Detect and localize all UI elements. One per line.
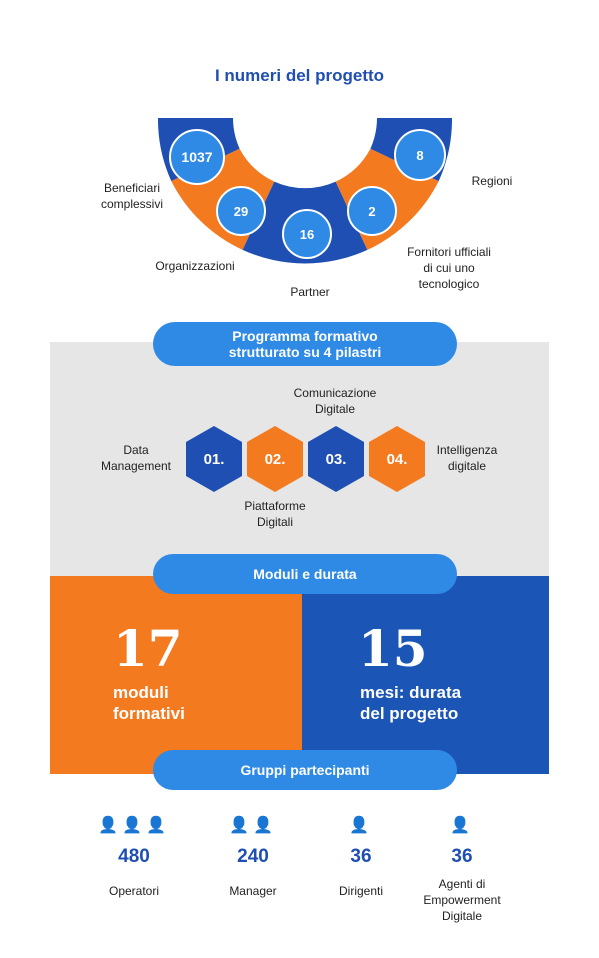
number-value: 1037	[181, 149, 213, 165]
people-icon: 👤	[450, 817, 474, 834]
hexagon-pillar-3	[308, 426, 364, 492]
label-regioni: Regioni	[471, 174, 513, 188]
number-value: 2	[368, 203, 376, 219]
group-label-agenti: Agenti di Empowerment Digitale	[423, 877, 501, 923]
moduli-banner: Moduli e durata	[153, 554, 457, 594]
group-value-manager: 240	[237, 846, 269, 867]
number-circle-partner: 16	[282, 209, 332, 259]
pillar-label-data-management: Data Management	[100, 443, 172, 473]
page-title: I numeri del progetto	[214, 66, 385, 85]
people-icon: 👤	[349, 817, 373, 834]
number-circle-organizzazioni: 29	[216, 186, 266, 236]
durata-label: mesi: durata del progetto	[360, 683, 462, 723]
label-organizzazioni: Organizzazioni	[155, 259, 235, 273]
number-circle-beneficiari: 1037	[169, 129, 225, 185]
number-value: 16	[299, 226, 315, 242]
pillar-number: 03.	[326, 451, 347, 468]
group-value-operatori: 480	[118, 846, 150, 867]
durata-panel	[302, 576, 549, 774]
durata-value: 15	[358, 619, 428, 678]
group-label-manager: Manager	[229, 884, 277, 898]
group-label-dirigenti: Dirigenti	[338, 884, 383, 898]
hexagon-pillar-1	[186, 426, 242, 492]
hexagon-pillar-2	[247, 426, 303, 492]
group-value-agenti: 36	[451, 846, 473, 867]
number-value: 29	[233, 203, 249, 219]
pillar-hexagons: 01. 02. 03. 04.	[186, 426, 425, 492]
programma-banner: Programma formativo strutturato su 4 pil…	[153, 322, 457, 366]
pillar-label-piattaforme: Piattaforme Digitali	[244, 499, 306, 529]
number-circle-regioni: 8	[394, 129, 446, 181]
moduli-label: moduli formativi	[113, 683, 185, 723]
label-beneficiari: Beneficiari complessivi	[100, 181, 163, 211]
moduli-value: 17	[113, 619, 183, 678]
pillar-number: 04.	[387, 451, 408, 468]
number-value: 8	[416, 147, 424, 163]
pillar-label-intelligenza: Intelligenza digitale	[436, 443, 498, 473]
pillar-number: 01.	[204, 451, 225, 468]
gruppi-banner: Gruppi partecipanti	[153, 750, 457, 790]
group-value-dirigenti: 36	[350, 846, 372, 867]
moduli-panel	[50, 576, 302, 774]
pillar-number: 02.	[265, 451, 286, 468]
pillar-label-comunicazione: Comunicazione Digitale	[293, 386, 377, 416]
people-icon: 👤👤	[229, 817, 277, 834]
label-partner: Partner	[290, 285, 330, 299]
number-circle-fornitori: 2	[347, 186, 397, 236]
hexagon-pillar-4	[369, 426, 425, 492]
people-icon: 👤👤👤	[98, 817, 170, 834]
label-fornitori: Fornitori ufficiali di cui uno tecnologi…	[407, 245, 491, 291]
group-label-operatori: Operatori	[108, 884, 160, 898]
